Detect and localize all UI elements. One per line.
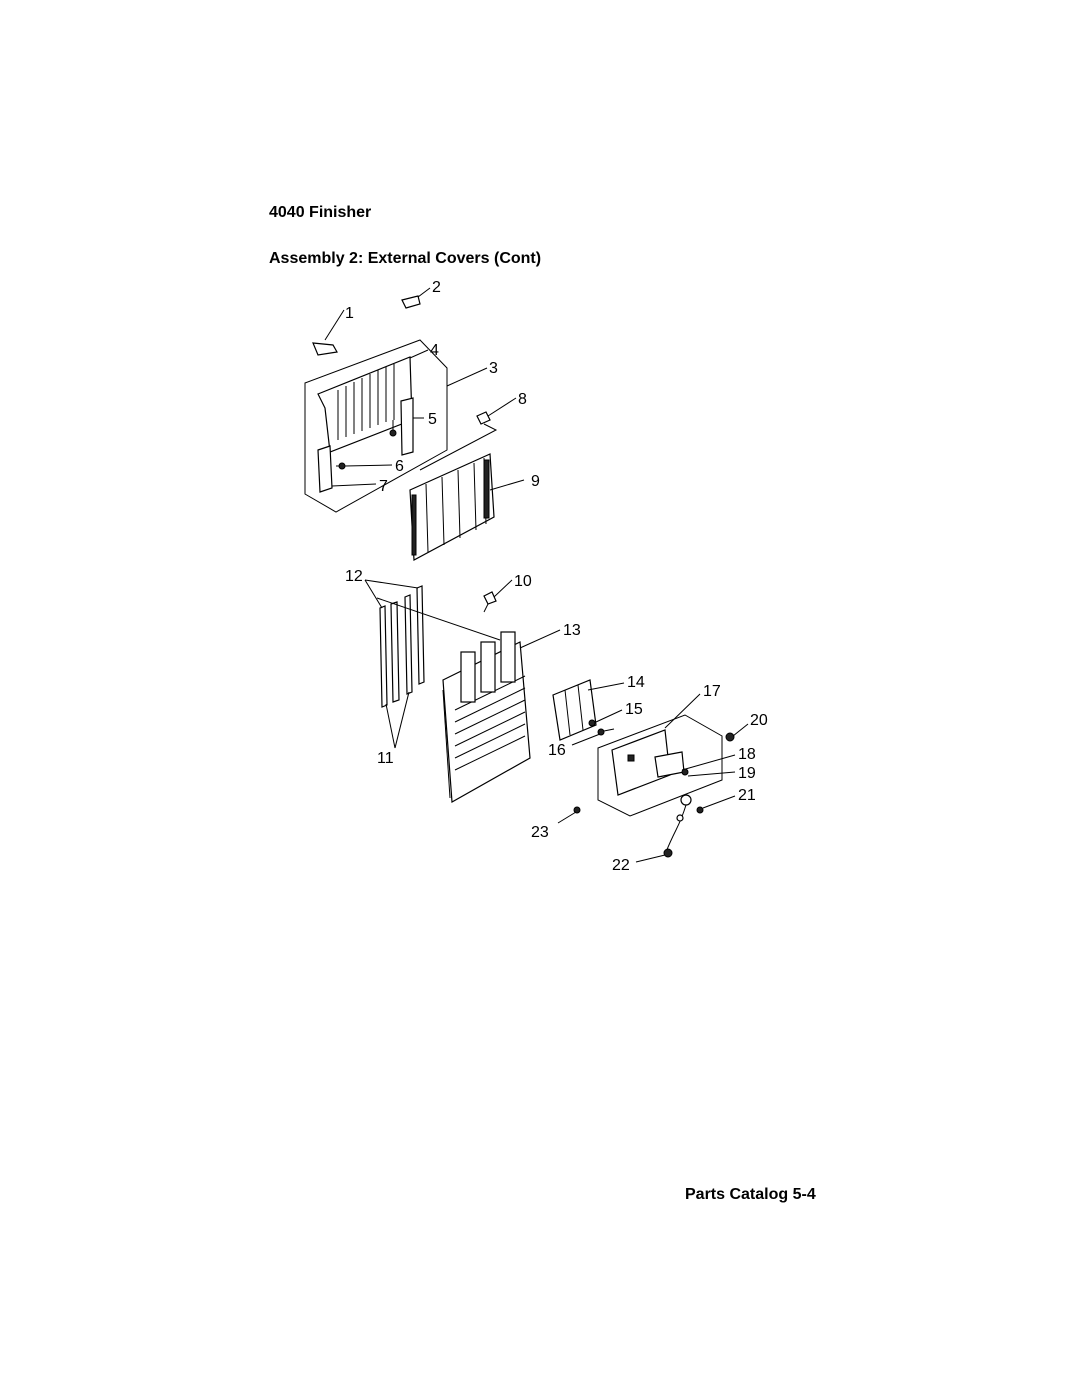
callout-3: 3 <box>489 360 498 377</box>
callout-16: 16 <box>548 742 566 759</box>
callout-17: 17 <box>703 683 721 700</box>
screw-part-10 <box>483 591 497 613</box>
leader-lines <box>324 287 749 863</box>
callout-2: 2 <box>432 279 441 296</box>
board-assembly-group <box>573 714 735 858</box>
assembly-title: Assembly 2: External Covers (Cont) <box>269 250 542 267</box>
frame-part-13 <box>442 631 531 803</box>
callout-8: 8 <box>518 391 527 408</box>
bracket-part-14 <box>552 679 597 741</box>
callout-18: 18 <box>738 746 756 763</box>
callout-10: 10 <box>514 573 532 590</box>
callout-labels: 1 2 3 4 5 6 7 8 9 10 11 12 13 14 15 16 1… <box>345 279 768 874</box>
callout-7: 7 <box>379 478 388 495</box>
callout-4: 4 <box>430 342 439 359</box>
screw-part-8 <box>419 411 498 471</box>
callout-12: 12 <box>345 568 363 585</box>
cover-part-9 <box>409 453 495 561</box>
callout-6: 6 <box>395 458 404 475</box>
callout-5: 5 <box>428 411 437 428</box>
cover-assembly-group <box>304 295 448 513</box>
callout-21: 21 <box>738 787 756 804</box>
callout-22: 22 <box>612 857 630 874</box>
callout-9: 9 <box>531 473 540 490</box>
rails-parts-11-12 <box>376 585 501 708</box>
callout-11: 11 <box>377 750 394 767</box>
screws-parts-15-16 <box>588 719 615 736</box>
page-title: 4040 Finisher <box>269 204 372 221</box>
page-footer: Parts Catalog 5-4 <box>685 1186 816 1203</box>
callout-14: 14 <box>627 674 645 691</box>
callout-15: 15 <box>625 701 643 718</box>
callout-13: 13 <box>563 622 581 639</box>
callout-23: 23 <box>531 824 549 841</box>
callout-20: 20 <box>750 712 768 729</box>
callout-1: 1 <box>345 305 354 322</box>
callout-19: 19 <box>738 765 756 782</box>
